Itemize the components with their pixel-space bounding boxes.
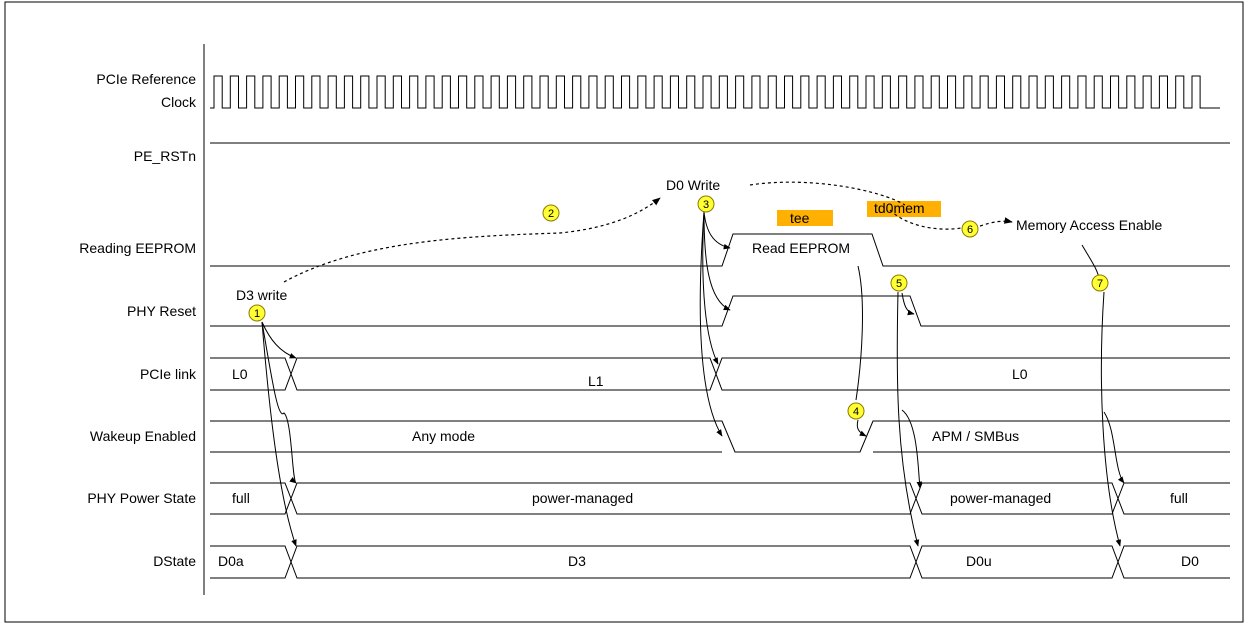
- dstate-seg-d0u: D0u: [966, 553, 992, 569]
- reading-eeprom-waveform: [210, 233, 1230, 267]
- step-badge-2: 2: [542, 204, 560, 222]
- arrow-4-to-wakeup: [856, 419, 867, 437]
- step-badge-1-text: 1: [254, 308, 260, 320]
- arrow-5-to-dstate: [896, 291, 920, 547]
- flow-arrow-step6-to-memory-enable: [979, 217, 1013, 227]
- step-badge-3-text: 3: [703, 199, 709, 211]
- label-pcie-reference-clock-line1: PCIe Reference: [96, 71, 196, 87]
- label-wakeup-enabled: Wakeup Enabled: [90, 428, 196, 444]
- wakeup-waveform-top: [210, 420, 1230, 453]
- arrow-4-to-phy-power: [901, 409, 923, 489]
- diagram-frame: [4, 1, 1244, 623]
- step-badge-6-text: 6: [967, 224, 973, 236]
- arrow-3-to-phy-reset: [703, 211, 731, 311]
- pcie-link-bus-bottom: [210, 357, 1230, 391]
- arrow-3-to-reading-eeprom: [703, 211, 731, 250]
- arrow-3-to-wakeup: [699, 211, 723, 437]
- phy-power-seg-power-managed-b: power-managed: [950, 490, 1051, 506]
- arrow-5-to-phy-reset: [901, 292, 915, 316]
- phy-power-seg-full-a: full: [232, 490, 250, 506]
- step-badge-1: 1: [248, 304, 266, 322]
- step-badge-6: 6: [961, 220, 979, 238]
- label-pcie-link: PCIe link: [140, 366, 197, 382]
- phy-reset-waveform: [210, 295, 1230, 327]
- step-badge-5: 5: [890, 274, 908, 292]
- label-dstate: DState: [153, 553, 196, 569]
- d3-write-label: D3 write: [236, 287, 288, 303]
- tee-highlight: [777, 210, 833, 226]
- step-badge-4: 4: [847, 402, 865, 420]
- dstate-seg-d0: D0: [1181, 553, 1199, 569]
- step-badge-3: 3: [697, 195, 715, 213]
- wakeup-seg-any-mode: Any mode: [412, 428, 475, 444]
- read-eeprom-label: Read EEPROM: [752, 240, 850, 256]
- arrow-3-to-pcie-link: [702, 211, 719, 365]
- pcie-link-seg-l0-b: L0: [1012, 366, 1028, 382]
- td0mem-highlight: [867, 201, 941, 217]
- step-badge-5-text: 5: [896, 278, 902, 290]
- label-phy-reset: PHY Reset: [127, 303, 196, 319]
- dstate-seg-d0a: D0a: [218, 553, 244, 569]
- d0-write-label: D0 Write: [666, 177, 720, 193]
- arrow-eeprom-to-4: [855, 265, 863, 401]
- step-badge-7-text: 7: [1097, 278, 1103, 290]
- phy-power-seg-full-b: full: [1170, 490, 1188, 506]
- phy-power-seg-power-managed-a: power-managed: [532, 490, 633, 506]
- dstate-seg-d3: D3: [568, 553, 586, 569]
- dstate-bus-top: [210, 545, 1230, 579]
- arrow-1-to-dstate: [261, 321, 297, 547]
- wakeup-seg-apm-smbus: APM / SMBus: [932, 428, 1019, 444]
- label-phy-power-state: PHY Power State: [87, 490, 196, 506]
- label-pe-rstn: PE_RSTn: [134, 148, 196, 164]
- td0mem-label: td0mem: [874, 200, 925, 216]
- tee-label: tee: [790, 210, 810, 226]
- step-badge-2-text: 2: [548, 208, 554, 220]
- arrow-1-to-phy-power: [261, 321, 297, 484]
- arrow-7-to-dstate: [1100, 291, 1122, 547]
- arrow-1-to-pcie-link: [261, 321, 297, 359]
- pcie-link-seg-l1: L1: [588, 373, 604, 389]
- label-pcie-reference-clock-line2: Clock: [161, 94, 197, 110]
- pcie-link-bus-top: [210, 357, 1230, 391]
- arrow-7-to-phy-power: [1103, 411, 1125, 484]
- phy-power-bus-bottom: [210, 482, 1230, 515]
- step-badge-7: 7: [1091, 274, 1109, 292]
- flow-arrow-d3-to-d0-write: [283, 197, 661, 283]
- step-badge-4-text: 4: [853, 406, 859, 418]
- clock-waveform: [210, 75, 1220, 109]
- dstate-bus-bottom: [210, 545, 1230, 579]
- flow-arrow-d0-write-to-td0mem: [749, 181, 906, 206]
- flow-arrow-td0mem-to-step6: [889, 209, 963, 230]
- memory-access-enable-label: Memory Access Enable: [1016, 217, 1162, 233]
- pcie-link-seg-l0-a: L0: [232, 366, 248, 382]
- label-reading-eeprom: Reading EEPROM: [79, 240, 196, 256]
- phy-power-bus-top: [210, 482, 1230, 515]
